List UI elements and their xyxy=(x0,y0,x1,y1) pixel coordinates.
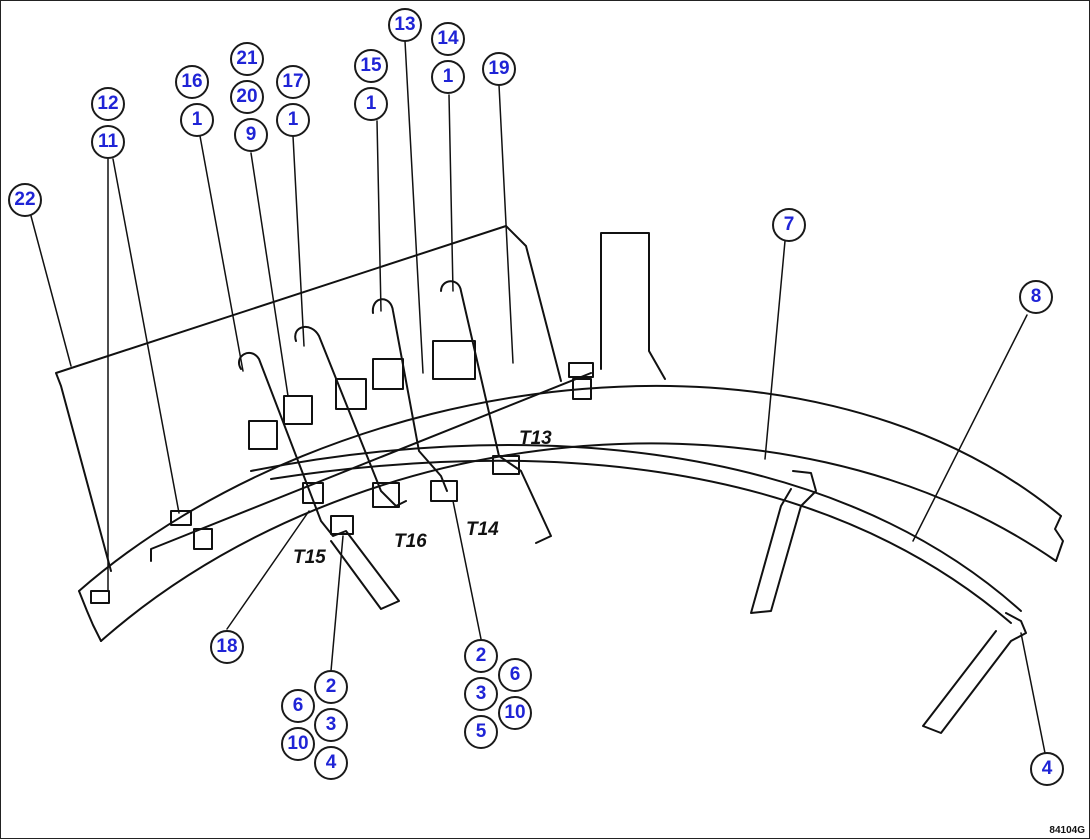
leader-lines xyxy=(30,40,1046,754)
callout-9[interactable]: 9 xyxy=(234,118,268,152)
break-right xyxy=(1054,515,1064,562)
callout-16-qty[interactable]: 1 xyxy=(180,103,214,137)
right-brackets xyxy=(750,470,1027,734)
callout-19[interactable]: 19 xyxy=(482,52,516,86)
bolt-left xyxy=(90,510,213,604)
callout-15-qty[interactable]: 1 xyxy=(354,87,388,121)
callout-8[interactable]: 8 xyxy=(1019,280,1053,314)
label-t14: T14 xyxy=(466,519,499,540)
callout-group-b-6[interactable]: 6 xyxy=(498,658,532,692)
console-base xyxy=(150,372,592,562)
callout-group-a-3[interactable]: 3 xyxy=(314,708,348,742)
support-post xyxy=(600,232,666,380)
frame-lower-edge-2 xyxy=(270,459,1012,624)
callout-group-b-3[interactable]: 3 xyxy=(464,677,498,711)
callout-17-qty[interactable]: 1 xyxy=(276,103,310,137)
callout-group-a-6[interactable]: 6 xyxy=(281,689,315,723)
callout-17[interactable]: 17 xyxy=(276,65,310,99)
console-cover xyxy=(55,225,562,572)
callout-14[interactable]: 14 xyxy=(431,22,465,56)
callout-group-b-2[interactable]: 2 xyxy=(464,639,498,673)
bolt-top-right xyxy=(568,362,594,400)
label-t13: T13 xyxy=(519,428,552,449)
callout-group-b-10[interactable]: 10 xyxy=(498,696,532,730)
break-left xyxy=(78,590,102,642)
callout-20[interactable]: 20 xyxy=(230,80,264,114)
label-t16: T16 xyxy=(394,531,427,552)
figure-reference: 84104G xyxy=(1049,825,1085,836)
frame-inner-edge xyxy=(100,442,1057,642)
callout-4[interactable]: 4 xyxy=(1030,752,1064,786)
callout-15[interactable]: 15 xyxy=(354,49,388,83)
frame-outer-edge xyxy=(78,384,1062,592)
callout-21[interactable]: 21 xyxy=(230,42,264,76)
callout-12[interactable]: 12 xyxy=(91,87,125,121)
callout-14-qty[interactable]: 1 xyxy=(431,60,465,94)
callout-7[interactable]: 7 xyxy=(772,208,806,242)
callout-group-a-10[interactable]: 10 xyxy=(281,727,315,761)
callout-22[interactable]: 22 xyxy=(8,183,42,217)
label-t15: T15 xyxy=(293,547,326,568)
callout-group-a-4[interactable]: 4 xyxy=(314,746,348,780)
callout-13[interactable]: 13 xyxy=(388,8,422,42)
callout-11[interactable]: 11 xyxy=(91,125,125,159)
callout-18[interactable]: 18 xyxy=(210,630,244,664)
callout-group-a-2[interactable]: 2 xyxy=(314,670,348,704)
frame-lower-edge xyxy=(250,444,1022,612)
callout-16[interactable]: 16 xyxy=(175,65,209,99)
callout-group-b-5[interactable]: 5 xyxy=(464,715,498,749)
lever-group xyxy=(238,280,552,610)
